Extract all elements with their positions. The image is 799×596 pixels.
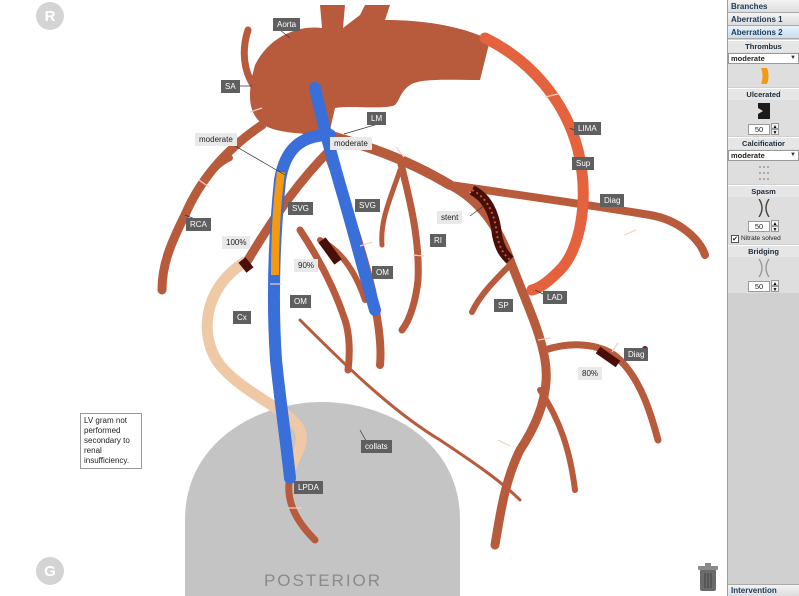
stenosis-80 xyxy=(595,346,621,368)
ri-branch xyxy=(379,167,403,248)
label-diag-lower[interactable]: Diag xyxy=(624,348,649,361)
bridging-title: Bridging xyxy=(728,246,799,257)
sp-vessel xyxy=(469,262,513,315)
label-svg-right[interactable]: SVG xyxy=(355,199,380,212)
stepper-up-icon[interactable]: ▲ xyxy=(771,220,779,227)
stenosis-90 xyxy=(318,237,342,265)
heart-posterior-shape xyxy=(185,402,460,596)
label-collaterals[interactable]: collats xyxy=(361,440,392,453)
stepper-down-icon[interactable]: ▼ xyxy=(771,226,779,233)
stepper-up-icon[interactable]: ▲ xyxy=(771,280,779,287)
chevron-down-icon[interactable]: ▼ xyxy=(790,152,796,158)
diag1-vessel xyxy=(446,181,709,259)
label-stenosis-100[interactable]: 100% xyxy=(222,236,251,249)
label-ri[interactable]: RI xyxy=(430,234,446,247)
thrombus-section: Thrombus moderate ▼ xyxy=(728,40,799,87)
label-thrombus-moderate[interactable]: moderate xyxy=(195,133,237,146)
stenosis-100 xyxy=(238,257,254,273)
lv-gram-note[interactable]: LV gram not performed secondary to renal… xyxy=(80,413,142,469)
label-cx[interactable]: Cx xyxy=(233,311,251,324)
label-lm[interactable]: LM xyxy=(367,112,387,125)
coronary-tree-diagram xyxy=(157,5,709,596)
label-sa[interactable]: SA xyxy=(221,80,240,93)
label-sp[interactable]: SP xyxy=(494,299,513,312)
calcification-title: Calcificatior xyxy=(728,138,799,149)
chevron-down-icon[interactable]: ▼ xyxy=(790,55,796,61)
nitrate-solved-checkbox[interactable]: ✔ Nitrate solved xyxy=(728,233,799,244)
thrombus-icon xyxy=(728,65,799,87)
label-sup[interactable]: Sup xyxy=(572,157,595,170)
label-om-left[interactable]: OM xyxy=(290,295,311,308)
om2-vessel xyxy=(296,226,353,374)
intervention-tab[interactable]: Intervention xyxy=(728,584,799,596)
grid-toggle-button[interactable]: G xyxy=(36,557,64,585)
calcification-icon xyxy=(728,162,799,184)
stepper-down-icon[interactable]: ▼ xyxy=(771,129,779,136)
lima-graft xyxy=(479,32,589,296)
stepper-down-icon[interactable]: ▼ xyxy=(771,286,779,293)
cx-occluded-vessel xyxy=(201,256,307,476)
calcification-section: Calcificatior moderate ▼ xyxy=(728,137,799,184)
ulcer-icon xyxy=(728,100,799,122)
ri-vessel xyxy=(396,156,422,334)
aorta-body xyxy=(250,5,490,134)
label-stenosis-80[interactable]: 80% xyxy=(578,367,603,380)
trash-icon[interactable] xyxy=(697,563,719,593)
bridging-icon xyxy=(728,257,799,279)
label-lpda[interactable]: LPDA xyxy=(294,481,323,494)
ulcerated-section: Ulcerated 50 ▲▼ xyxy=(728,88,799,136)
bridging-stepper[interactable]: 50 ▲▼ xyxy=(728,279,799,293)
stepper-up-icon[interactable]: ▲ xyxy=(771,123,779,130)
calcification-select[interactable]: moderate ▼ xyxy=(728,150,799,161)
label-diag-upper[interactable]: Diag xyxy=(600,194,625,207)
header-aberrations-2[interactable]: Aberrations 2 xyxy=(728,26,799,39)
ulcerated-value[interactable]: 50 xyxy=(748,123,770,135)
thrombus-segment xyxy=(271,171,285,276)
label-stent[interactable]: stent xyxy=(437,211,463,224)
thrombus-select[interactable]: moderate ▼ xyxy=(728,53,799,64)
label-rca[interactable]: RCA xyxy=(186,218,211,231)
heart-view-label: POSTERIOR xyxy=(263,571,383,590)
spasm-icon xyxy=(728,197,799,219)
spasm-stepper[interactable]: 50 ▲▼ xyxy=(728,219,799,233)
spasm-title: Spasm xyxy=(728,186,799,197)
spasm-value[interactable]: 50 xyxy=(748,220,770,232)
label-aorta[interactable]: Aorta xyxy=(273,18,301,31)
label-lima[interactable]: LIMA xyxy=(574,122,601,135)
nitrate-solved-label: Nitrate solved xyxy=(741,235,781,242)
ulcerated-title: Ulcerated xyxy=(728,89,799,100)
bridging-value[interactable]: 50 xyxy=(748,280,770,292)
diag2-vessel xyxy=(541,341,662,444)
ulcerated-stepper[interactable]: 50 ▲▼ xyxy=(728,122,799,136)
checkbox-checked-icon[interactable]: ✔ xyxy=(731,234,739,243)
header-aberrations-1[interactable]: Aberrations 1 xyxy=(728,13,799,26)
collateral-vessel xyxy=(298,318,522,502)
label-svg-left[interactable]: SVG xyxy=(288,202,313,215)
properties-panel: Branches Aberrations 1 Aberrations 2 Thr… xyxy=(727,0,799,596)
angiogram-canvas[interactable]: R G Aorta SA LM LIMA moderate moderate S… xyxy=(0,0,727,596)
label-lad[interactable]: LAD xyxy=(543,291,567,304)
thrombus-title: Thrombus xyxy=(728,41,799,52)
lad-side-branch xyxy=(537,387,578,493)
label-calcification-moderate[interactable]: moderate xyxy=(330,137,372,150)
rotate-view-button[interactable]: R xyxy=(36,2,64,30)
header-branches[interactable]: Branches xyxy=(728,0,799,13)
spasm-section: Spasm 50 ▲▼ ✔ Nitrate solved xyxy=(728,185,799,244)
calcification-select-value: moderate xyxy=(731,151,765,160)
bridging-section: Bridging 50 ▲▼ xyxy=(728,245,799,293)
thrombus-select-value: moderate xyxy=(731,54,765,63)
label-stenosis-90[interactable]: 90% xyxy=(294,259,319,272)
label-om-right[interactable]: OM xyxy=(372,266,393,279)
cx-proximal-vessel xyxy=(243,145,335,265)
rca-branch xyxy=(187,155,233,208)
